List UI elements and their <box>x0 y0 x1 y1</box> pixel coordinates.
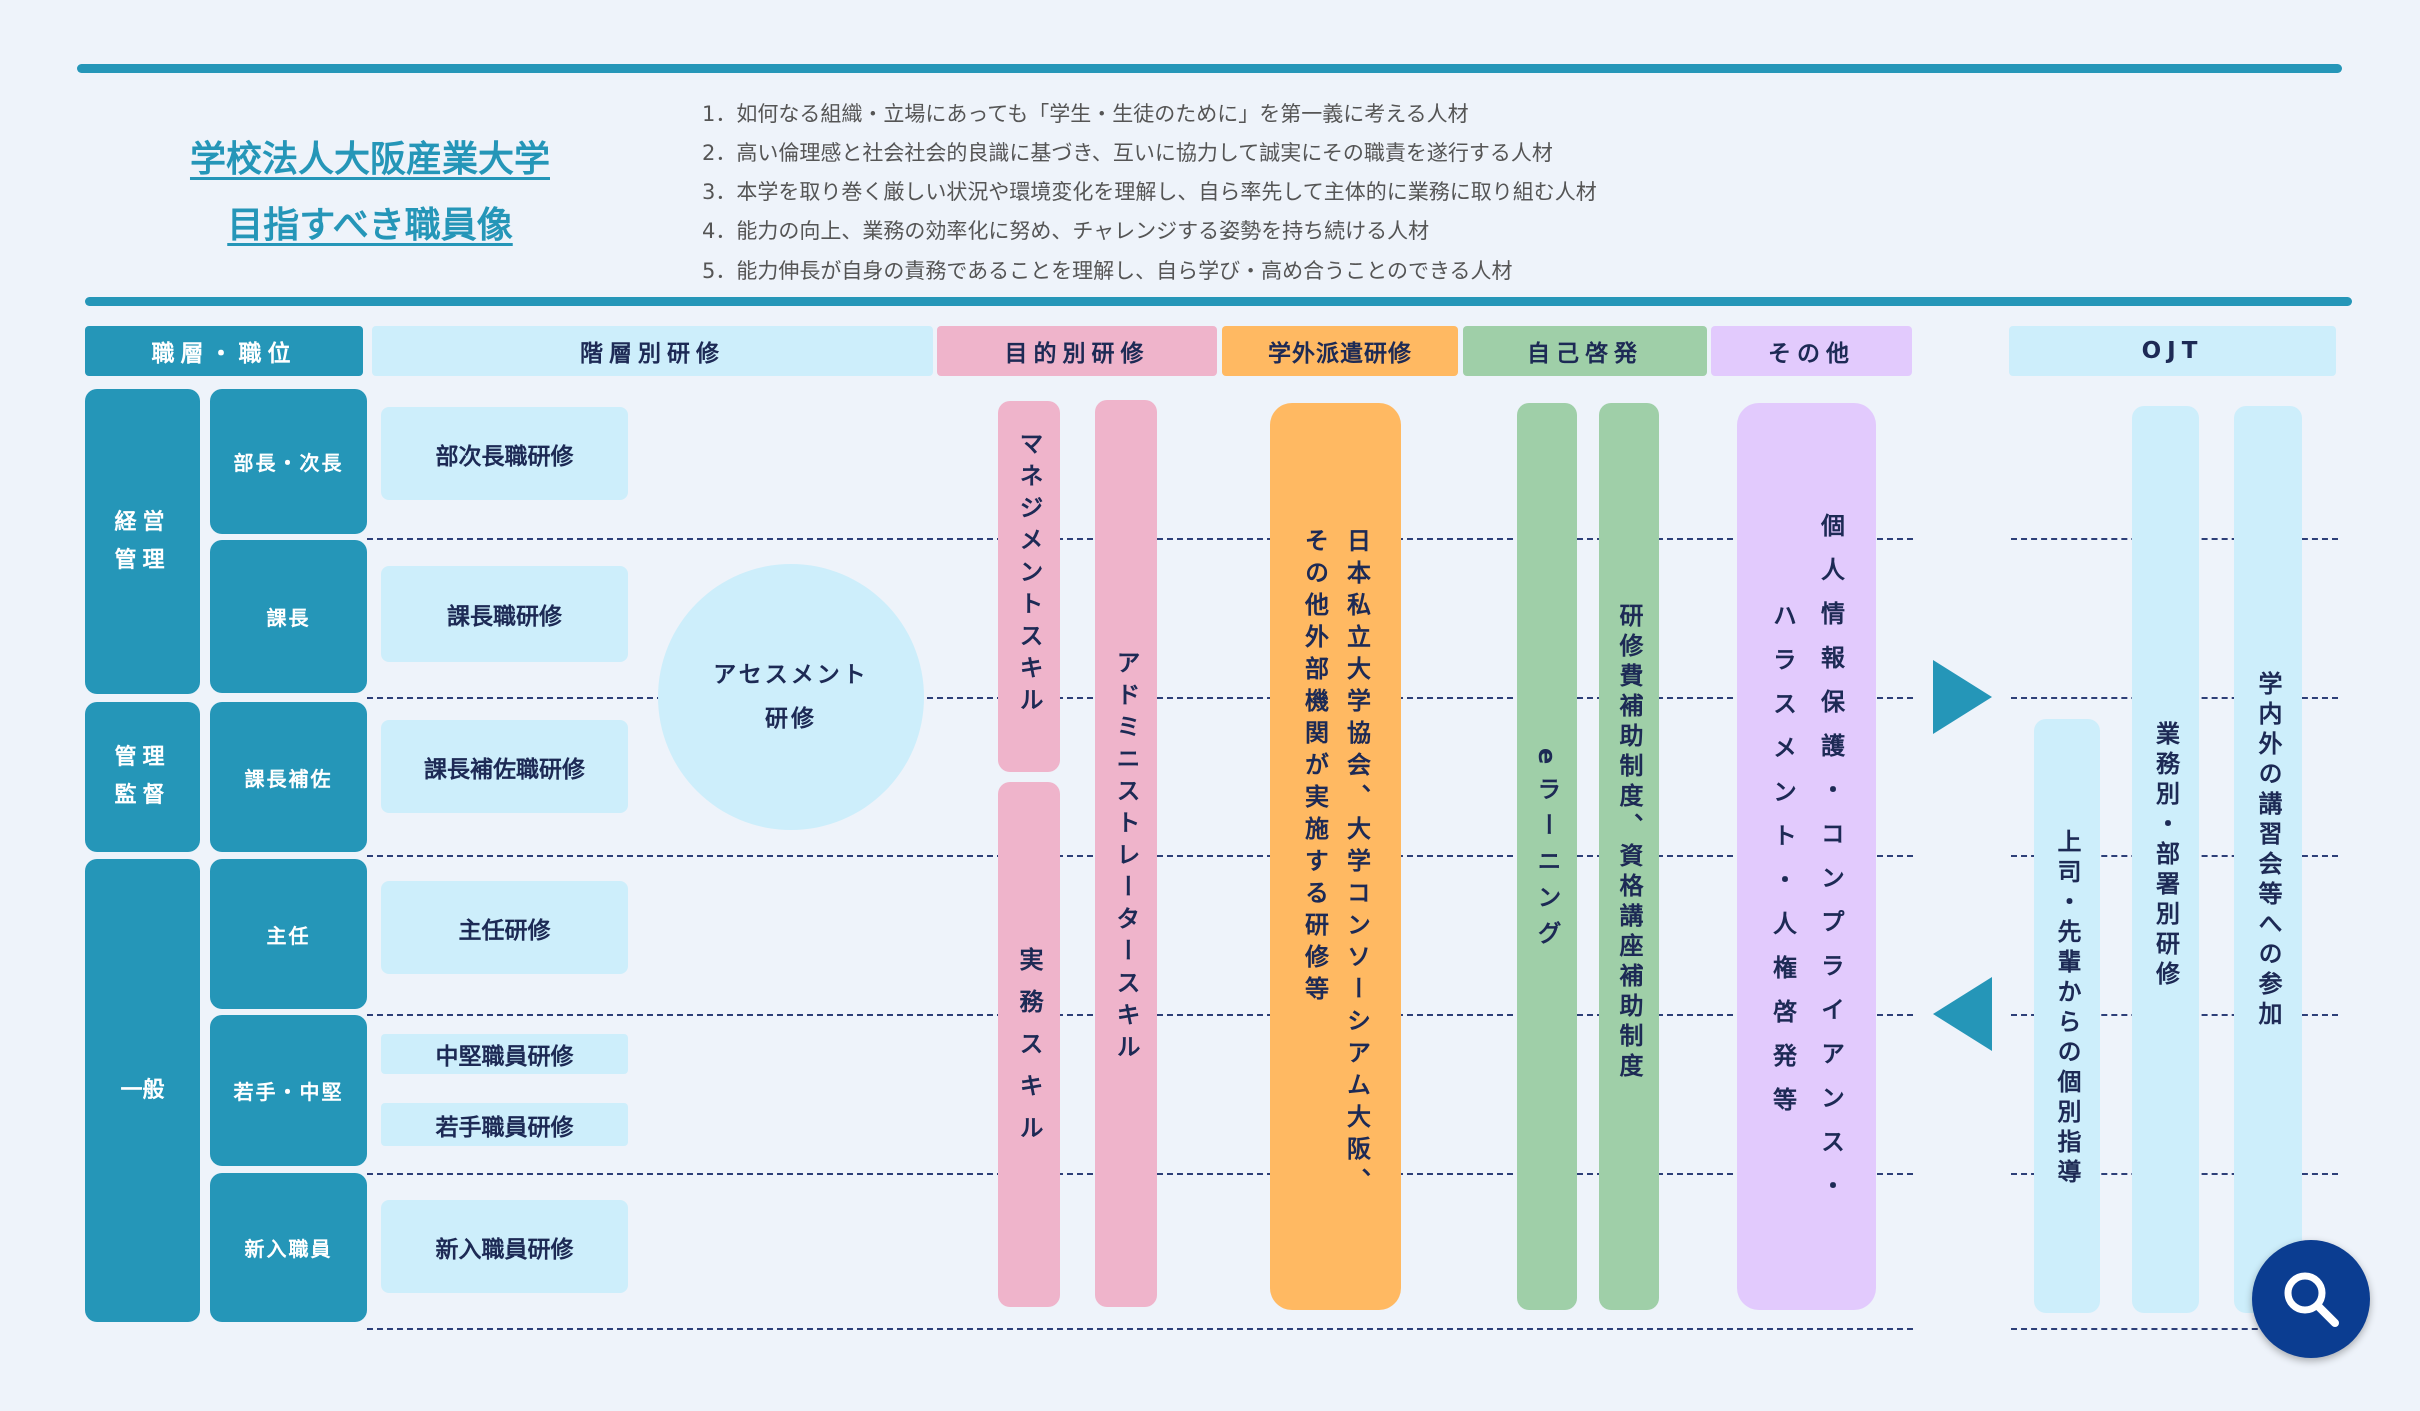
position-chief: 主任 <box>210 859 367 1009</box>
assessment-line2: 研修 <box>765 706 817 732</box>
training-junior: 若手職員研修 <box>381 1103 628 1146</box>
search-icon <box>2284 1272 2339 1327</box>
training-chief: 主任研修 <box>381 881 628 974</box>
group-executive: 経営 管理 <box>85 389 200 694</box>
training-mid: 中堅職員研修 <box>381 1034 628 1074</box>
row-divider <box>367 1328 1913 1330</box>
ojt-arrows <box>1933 660 1992 1051</box>
mid-divider <box>85 297 2352 306</box>
goal-item: 4．能力の向上、業務の効率化に努め、チャレンジする姿勢を持ち続ける人材 <box>702 219 1430 243</box>
subsidy-column: 研修費補助制度、資格講座補助制度 <box>1599 403 1659 1310</box>
admin-skill-column: アドミニストレータースキル <box>1095 400 1157 1307</box>
position-manager: 課長 <box>210 540 367 693</box>
training-assistant-manager: 課長補佐職研修 <box>381 720 628 813</box>
arrow-left-icon <box>1933 977 1992 1051</box>
other-training-column: 個人情報保護・コンプライアンス・ ハラスメント・人権啓発等 <box>1737 403 1876 1310</box>
position-assistant-manager: 課長補佐 <box>210 702 367 852</box>
group-general: 一般 <box>85 859 200 1322</box>
position-new-staff: 新入職員 <box>210 1173 367 1322</box>
goal-item: 2．高い倫理感と社会社会的良識に基づき、互いに協力して誠実にその職責を遂行する人… <box>702 141 1553 165</box>
header-purpose: 目的別研修 <box>937 326 1217 376</box>
header-ojt: OJT <box>2009 326 2336 376</box>
training-new-staff: 新入職員研修 <box>381 1200 628 1293</box>
position-director: 部長・次長 <box>210 389 367 534</box>
title-line1: 学校法人大阪産業大学 <box>189 139 550 180</box>
training-manager: 課長職研修 <box>381 566 628 662</box>
position-junior-mid: 若手・中堅 <box>210 1015 367 1166</box>
external-training-column: 日本私立大学協会、大学コンソーシアム大阪、 その他外部機関が実施する研修等 <box>1270 403 1401 1310</box>
top-divider <box>77 64 2342 73</box>
ojt-seminar-column: 学内外の講習会等への参加 <box>2234 406 2302 1313</box>
header-other: その他 <box>1711 326 1912 376</box>
assessment-circle: アセスメント 研修 <box>658 564 924 830</box>
ojt-individual-column: 上司・先輩からの個別指導 <box>2034 719 2100 1313</box>
goal-item: 1．如何なる組織・立場にあっても「学生・生徒のために」を第一義に考える人材 <box>702 102 1469 126</box>
ojt-department-column: 業務別・部署別研修 <box>2132 406 2199 1313</box>
header-tier: 階層別研修 <box>372 326 933 376</box>
management-skill-column: マネジメントスキル <box>998 401 1060 772</box>
header-self: 自己啓発 <box>1463 326 1707 376</box>
training-director: 部次長職研修 <box>381 407 628 500</box>
assessment-line1: アセスメント <box>713 662 869 688</box>
goal-item: 3．本学を取り巻く厳しい状況や環境変化を理解し、自ら率先して主体的に業務に取り組… <box>702 180 1597 204</box>
elearning-column: eラーニング <box>1517 403 1577 1310</box>
search-button[interactable] <box>2252 1240 2370 1358</box>
header-rank: 職層・職位 <box>85 326 363 376</box>
row-divider <box>2011 1328 2338 1330</box>
goal-item: 5．能力伸長が自身の責務であることを理解し、自ら学び・高め合うことのできる人材 <box>702 259 1513 283</box>
practical-skill-column: 実務スキル <box>998 782 1060 1307</box>
arrow-right-icon <box>1933 660 1992 734</box>
title-line2: 目指すべき職員像 <box>227 205 513 246</box>
group-supervisor: 管理 監督 <box>85 702 200 852</box>
header-external: 学外派遣研修 <box>1222 326 1458 376</box>
